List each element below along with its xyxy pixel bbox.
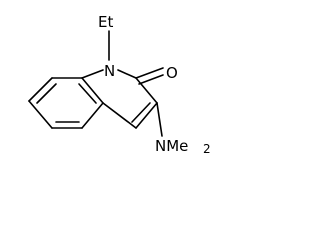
amine-subscript: 2 (203, 142, 211, 156)
bond-c8a-n1 (81, 69, 104, 79)
bond-inner-c3-c4 (131, 102, 151, 123)
bond-c2-o-a (135, 67, 164, 79)
bond-c3-amine (156, 102, 163, 137)
structure-canvas: Et N O NMe 2 (28, 13, 211, 156)
bond-inner-c4a-c8a (78, 83, 97, 104)
molecule-drawing: Et N O NMe 2 (28, 13, 211, 156)
bond-c4-c4a (102, 102, 137, 129)
bond-inner-c8-c7 (36, 83, 57, 104)
bond-c8-c7 (28, 77, 53, 102)
amine-label: NMe (155, 137, 188, 155)
bond-c3-c4 (135, 102, 158, 129)
bond-c2-o-b (138, 74, 164, 85)
bond-n1-c2 (117, 69, 137, 79)
bond-c5-c4a (81, 102, 104, 129)
carbonyl-oxygen-label: O (166, 64, 178, 82)
bond-c7-c6 (28, 100, 53, 129)
ethyl-label: Et (98, 13, 113, 31)
bond-c2-c3 (135, 77, 158, 104)
bond-c4a-c8a (81, 77, 104, 104)
ring-nitrogen-label: N (104, 62, 115, 80)
